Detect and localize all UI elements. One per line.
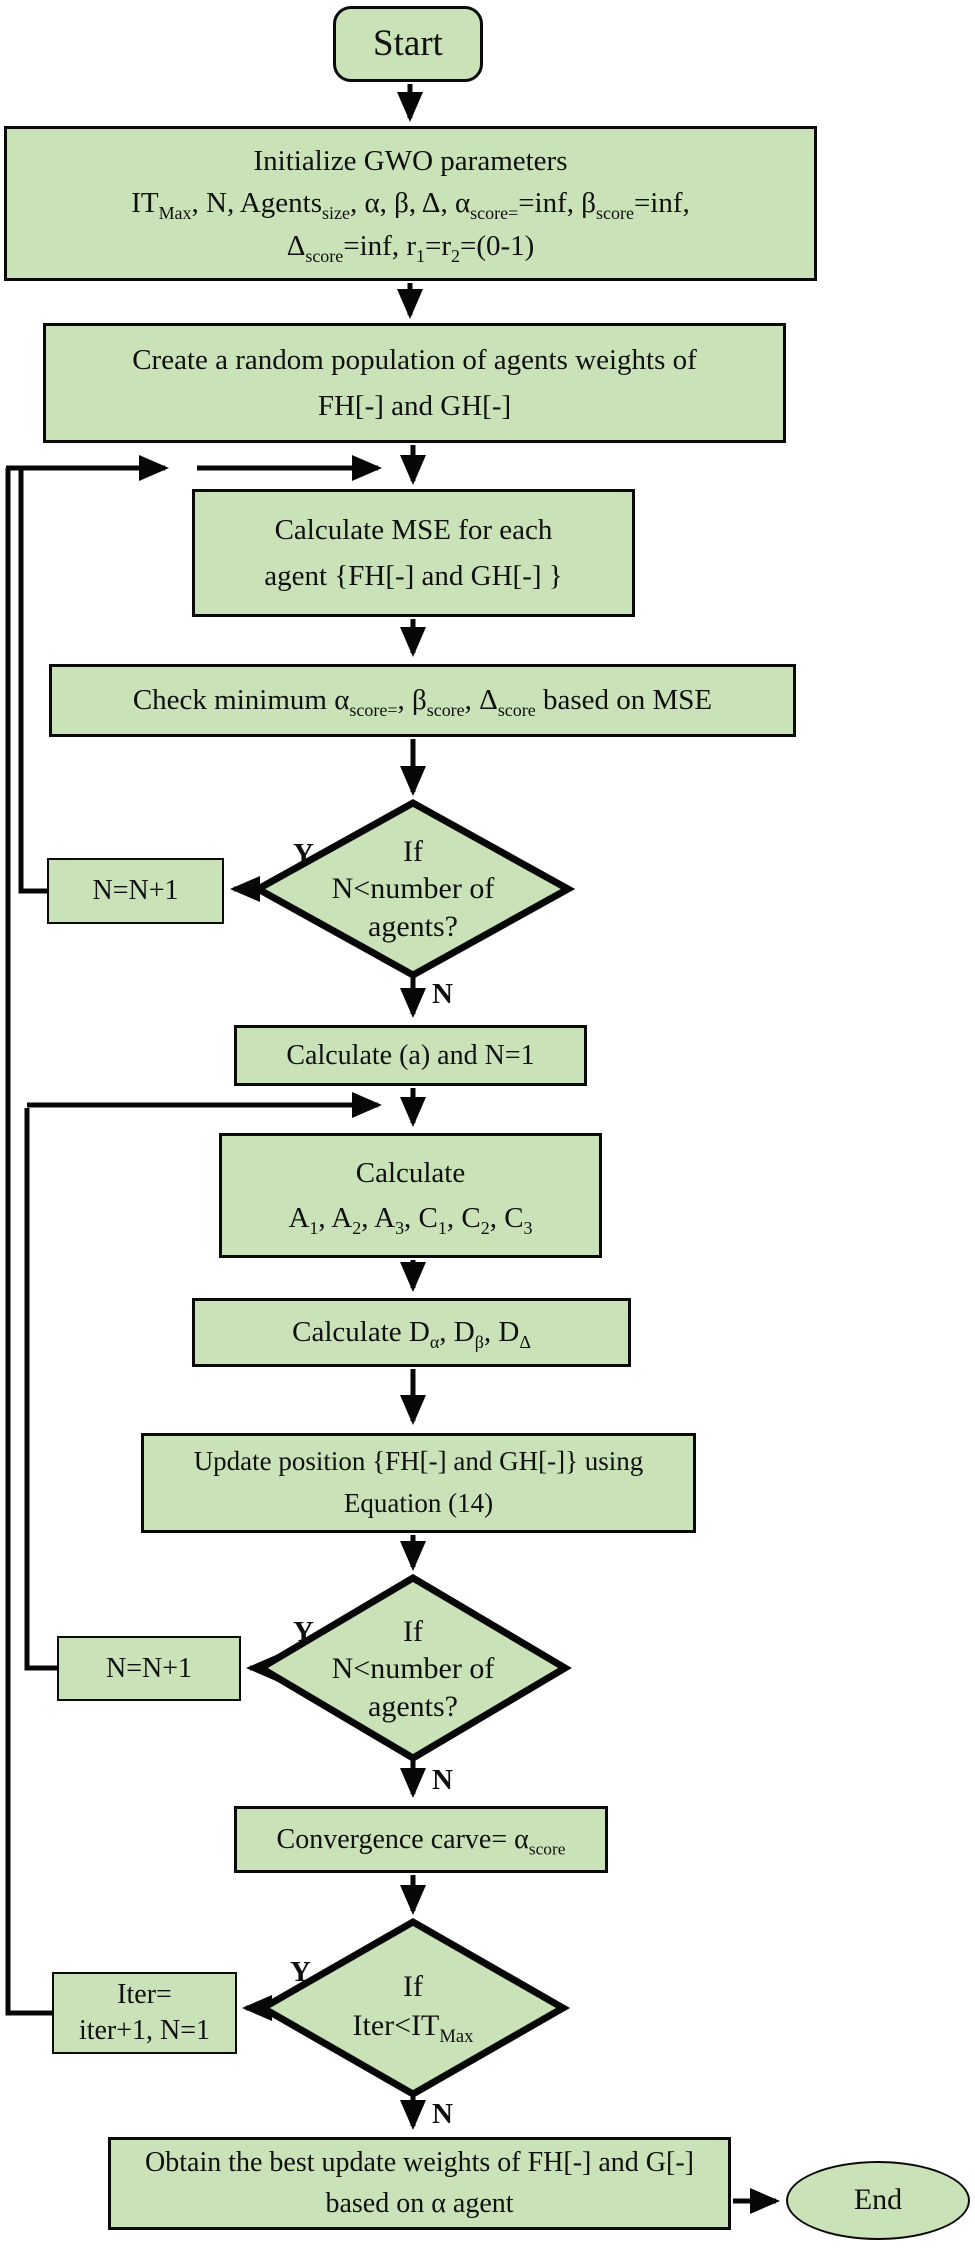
decision3-line-if: If: [403, 1970, 423, 2003]
calculate-a-label: Calculate (a) and N=1: [286, 1039, 535, 1071]
update-line-2: Equation (14): [343, 1488, 494, 1518]
obtain-weights-box: Obtain the best update weights of FH[-] …: [108, 2137, 731, 2230]
agents-decision-2-text: If N<number of agents?: [318, 1596, 508, 1742]
increment-n-box-1: N=N+1: [47, 858, 224, 924]
decision-line-agents: agents?: [368, 909, 458, 943]
label-yes-1: Y: [293, 838, 314, 870]
label-yes-2: Y: [293, 1616, 314, 1648]
calculate-d-label: Calculate Dα, Dβ, DΔ: [292, 1315, 531, 1352]
agents-decision-diamond-1: [250, 798, 576, 980]
calculate-mse-box: Calculate MSE for each agent {FH[-] and …: [192, 489, 635, 617]
check-minimum-box: Check minimum αscore=, βscore, Δscore ba…: [49, 664, 796, 737]
label-yes-3: Y: [290, 1956, 311, 1988]
connector-loop-iter-to-junction1: [5, 468, 54, 2016]
increment-iter-line-2: iter+1, N=1: [78, 2015, 211, 2046]
obtain-line-1: Obtain the best update weights of FH[-] …: [145, 2146, 694, 2178]
decision-line-if: If: [403, 834, 423, 868]
decision2-line-agents: agents?: [368, 1689, 458, 1723]
coeff-line-2: A1, A2, A3, C1, C2, C3: [288, 1201, 533, 1238]
end-terminator: End: [786, 2161, 970, 2240]
mse-line-1: Calculate MSE for each: [274, 513, 553, 546]
connector-loop-n2-to-junction2: [24, 1108, 59, 1671]
label-no-3: N: [432, 2098, 453, 2130]
decision-line-condition: N<number of: [331, 872, 495, 906]
init-line-1: Initialize GWO parameters: [253, 145, 568, 178]
start-label: Start: [373, 23, 443, 65]
calculate-coefficients-box: Calculate A1, A2, A3, C1, C2, C3: [219, 1133, 602, 1258]
create-population-box: Create a random population of agents wei…: [43, 323, 786, 443]
calculate-a-box: Calculate (a) and N=1: [234, 1025, 587, 1086]
label-no-2: N: [432, 1764, 453, 1796]
create-line-1: Create a random population of agents wei…: [132, 343, 697, 376]
calculate-d-box: Calculate Dα, Dβ, DΔ: [192, 1298, 631, 1367]
update-line-1: Update position {FH[-] and GH[-]} using: [193, 1446, 644, 1477]
increment-iter-line-1: Iter=: [117, 1978, 172, 2010]
agents-decision-1-text: If N<number of agents?: [318, 816, 508, 962]
start-terminator: Start: [333, 6, 483, 82]
iteration-decision-diamond: [255, 1917, 571, 2099]
increment-n-label-2: N=N+1: [105, 1652, 193, 1684]
increment-iter-box: Iter= iter+1, N=1: [52, 1972, 237, 2054]
end-label: End: [853, 2183, 903, 2217]
agents-decision-diamond-2: [254, 1573, 572, 1763]
update-position-box: Update position {FH[-] and GH[-]} using …: [141, 1433, 696, 1533]
decision3-line-condition: Iter<ITMax: [352, 2009, 474, 2047]
convergence-box: Convergence carve= αscore: [234, 1806, 608, 1873]
obtain-line-2: based on α agent: [325, 2187, 514, 2219]
connector-loop-n1-to-junction1: [18, 470, 49, 894]
create-line-2: FH[-] and GH[-]: [317, 390, 512, 422]
convergence-label: Convergence carve= αscore: [276, 1823, 566, 1859]
decision2-line-condition: N<number of: [331, 1652, 495, 1686]
decision2-line-if: If: [403, 1614, 423, 1648]
init-parameters-box: Initialize GWO parameters ITMax, N, Agen…: [4, 126, 817, 281]
label-no-1: N: [432, 978, 453, 1010]
iteration-decision-text: If Iter<ITMax: [318, 1946, 508, 2066]
init-line-3: Δscore=inf, r1=r2=(0-1): [286, 229, 535, 266]
init-line-2: ITMax, N, Agentssize, α, β, Δ, αscore==i…: [131, 187, 690, 224]
increment-n-box-2: N=N+1: [57, 1636, 241, 1701]
increment-n-label-1: N=N+1: [92, 875, 179, 907]
coeff-line-1: Calculate: [355, 1156, 466, 1189]
check-line: Check minimum αscore=, βscore, Δscore ba…: [132, 683, 713, 720]
mse-line-2: agent {FH[-] and GH[-] }: [264, 560, 563, 592]
